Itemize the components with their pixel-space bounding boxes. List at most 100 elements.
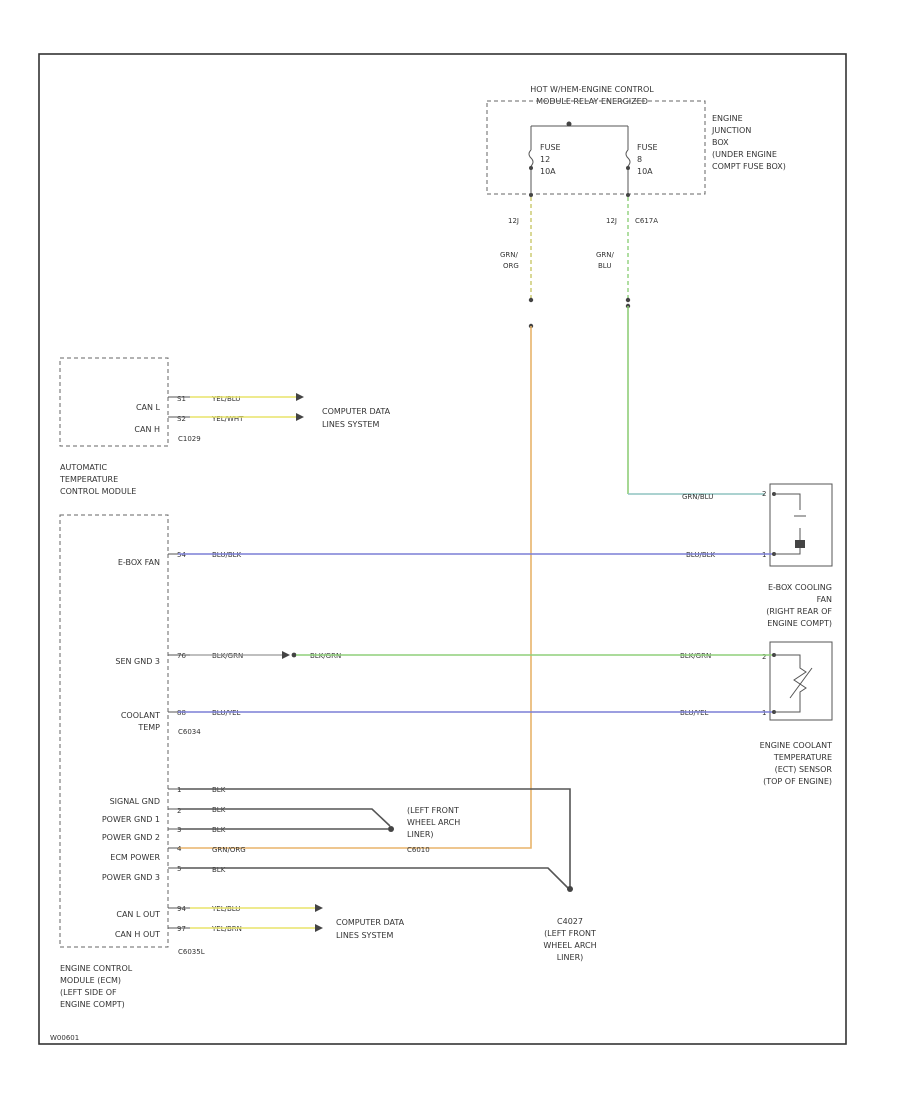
atc-pin1-num: S1 xyxy=(177,395,186,403)
ecm-pin-3-label: POWER GND 2 xyxy=(102,833,160,842)
ecm-pin-ticks xyxy=(168,396,190,929)
ecm-dest-1: COMPUTER DATA xyxy=(336,918,405,927)
ecm-pin-2-label: POWER GND 1 xyxy=(102,815,160,824)
atc-pin2-color: YEL/WHT xyxy=(211,415,244,423)
ecm-pin-94-label: CAN L OUT xyxy=(116,910,160,919)
ebox-fan-pin1: 2 xyxy=(762,490,766,498)
fuse1-pin-node xyxy=(529,193,533,197)
fuse2-symbol xyxy=(625,149,631,167)
ecm-connector-a: C6034 xyxy=(178,728,201,736)
ecm-pin-97-label: CAN H OUT xyxy=(115,930,160,939)
ecm-pin-88-num: 88 xyxy=(177,709,186,717)
ground-g1-label-3: LINER) xyxy=(407,830,434,839)
atc-pin1-label: CAN L xyxy=(136,403,161,412)
ecm-pin-5-label: POWER GND 3 xyxy=(102,873,160,882)
ecm-dest-2: LINES SYSTEM xyxy=(336,931,393,940)
junction-box-header-1: HOT W/HEM-ENGINE CONTROL xyxy=(530,85,654,94)
wire1-color-a: GRN/ xyxy=(500,251,519,259)
ecm-splice-color: BLK/GRN xyxy=(310,652,341,660)
ebox-fan-label-2: FAN xyxy=(817,595,832,604)
atc-can-l-arrow xyxy=(296,393,304,401)
ecm-pin-76-color: BLK/GRN xyxy=(212,652,243,660)
fuse2-pin-node xyxy=(626,193,630,197)
fuse2-name: FUSE xyxy=(637,143,658,152)
ebox-fan-label-4: ENGINE COMPT) xyxy=(767,619,832,628)
ecm-pin-54-color: BLU/BLK xyxy=(212,551,242,559)
fuse2-rating: 10A xyxy=(637,167,653,176)
atc-pin1-color: YEL/BLU xyxy=(211,395,240,403)
ecm-can-l-arrow xyxy=(315,904,323,912)
ecm-pin-88-label: COOLANT xyxy=(121,711,160,720)
fuse1-rating: 10A xyxy=(540,167,556,176)
ecm-pin-4-color: GRN/ORG xyxy=(212,846,246,854)
ect-label-3: (ECT) SENSOR xyxy=(775,765,833,774)
atc-dest-2: LINES SYSTEM xyxy=(322,420,379,429)
ecm-pin-4-num: 4 xyxy=(177,845,182,853)
wire2-color-a: GRN/ xyxy=(596,251,615,259)
ground-g2-label-2: (LEFT FRONT xyxy=(544,929,596,938)
wire-grn-org xyxy=(178,326,532,849)
atc-dest-1: COMPUTER DATA xyxy=(322,407,391,416)
ecm-pin-5-color: BLK xyxy=(212,866,226,874)
junction-box-label-5: COMPT FUSE BOX) xyxy=(712,162,786,171)
atc-pin2-num: S2 xyxy=(177,415,186,423)
ebox-fan-internal xyxy=(774,493,806,555)
ground-g1-connector: C6010 xyxy=(407,846,430,854)
junction-bus-node xyxy=(566,121,572,127)
atc-pin2-label: CAN H xyxy=(134,425,160,434)
figure-id: W00601 xyxy=(50,1034,79,1042)
ecm-pin-97-num: 97 xyxy=(177,925,186,933)
ecm-pin-1-color: BLK xyxy=(212,786,226,794)
ecm-label-1: ENGINE CONTROL xyxy=(60,964,133,973)
ecm-pin-5-num: 5 xyxy=(177,865,181,873)
junction-box-label-4: (UNDER ENGINE xyxy=(712,150,777,159)
ground-g1-label-1: (LEFT FRONT xyxy=(407,806,459,815)
ecm-pin-3-num: 3 xyxy=(177,826,181,834)
wire1-break-node xyxy=(528,297,534,303)
thermistor-icon xyxy=(774,654,813,713)
ecm-pin-97-color: YEL/BRN xyxy=(211,925,242,933)
ground-g2-label-3: WHEEL ARCH xyxy=(543,941,596,950)
ect-label-4: (TOP OF ENGINE) xyxy=(763,777,832,786)
fuse1-num: 12 xyxy=(540,155,550,164)
atc-label-1: AUTOMATIC xyxy=(60,463,108,472)
ecm-pin-94-color: YEL/BLU xyxy=(211,905,240,913)
junction-box-label-3: BOX xyxy=(712,138,729,147)
fuse1-symbol xyxy=(528,149,534,167)
ecm-label-2: MODULE (ECM) xyxy=(60,976,121,985)
junction-box-label-1: ENGINE xyxy=(712,114,743,123)
atc-label-2: TEMPERATURE xyxy=(59,475,118,484)
atc-can-h-arrow xyxy=(296,413,304,421)
ecm-can-h-arrow xyxy=(315,924,323,932)
ecm-label-4: ENGINE COMPT) xyxy=(60,1000,125,1009)
atc-connector: C1029 xyxy=(178,435,201,443)
splice-node xyxy=(291,652,297,658)
fuse1-node xyxy=(529,166,533,170)
ect-sensor-body xyxy=(769,641,833,721)
ecm-pin-2-num: 2 xyxy=(177,807,181,815)
wire1-color-b: ORG xyxy=(503,262,519,270)
junction-connector-2: C617A xyxy=(635,217,658,225)
junction-pin-1: 12J xyxy=(508,217,519,225)
wire2-color-b: BLU xyxy=(598,262,611,270)
ecm-pin-2-color: BLK xyxy=(212,806,226,814)
ecm-pin-3-color: BLK xyxy=(212,826,226,834)
junction-box-outline xyxy=(486,100,706,195)
ecm-outline xyxy=(59,514,169,948)
ebox-fan-body xyxy=(769,483,833,567)
ecm-pin-76-num: 76 xyxy=(177,652,186,660)
ecm-pin-54-label: E-BOX FAN xyxy=(118,558,160,567)
ecm-pin-1-num: 1 xyxy=(177,786,181,794)
ebox-fan-wire-top-color: GRN/BLU xyxy=(682,493,713,501)
fan-motor-icon xyxy=(795,540,805,548)
ebox-fan-label-3: (RIGHT REAR OF xyxy=(766,607,832,616)
ground-g1-node xyxy=(388,826,394,832)
ecm-pin-4-label: ECM POWER xyxy=(110,853,160,862)
ground-g2-label-1: C4027 xyxy=(557,917,583,926)
ground-g2-label-4: LINER) xyxy=(557,953,584,962)
fuse2-node xyxy=(626,166,630,170)
ecm-connector-b: C6035L xyxy=(178,948,205,956)
ect-sensor-pin2: 1 xyxy=(762,709,766,717)
junction-pin-2: 12J xyxy=(606,217,617,225)
